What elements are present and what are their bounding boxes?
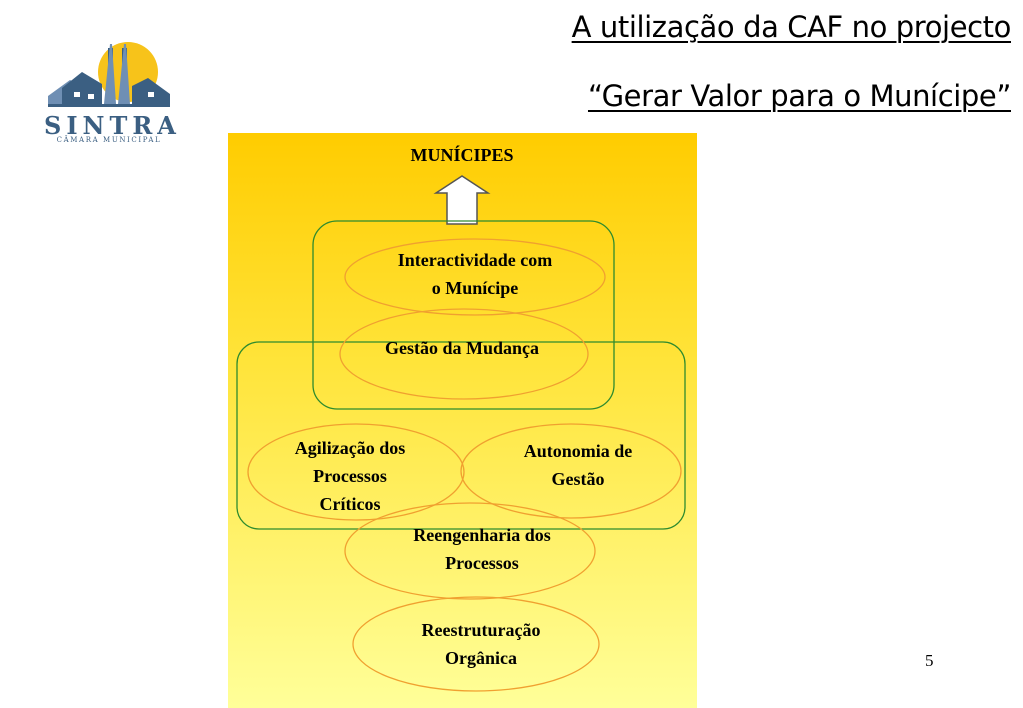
node-line: Reengenharia dos: [413, 525, 551, 545]
slide-title-line-1: A utilização da CAF no projecto: [571, 10, 1012, 44]
node-line: Reestruturação: [421, 620, 541, 640]
node-reestruturacao: Reestruturação Orgânica: [422, 616, 541, 672]
node-line: Gestão: [551, 469, 605, 489]
node-line: Interactividade com: [397, 250, 553, 270]
ellipse-autonomia: [460, 423, 682, 519]
ground-line-shape: [48, 104, 170, 107]
node-reengenharia: Reengenharia dos Processos: [413, 521, 551, 577]
node-line: Agilização dos: [294, 438, 406, 458]
ellipse-gestao-mudanca: [339, 308, 589, 400]
node-line: Autonomia de: [523, 441, 633, 461]
roof-middle-shape: [62, 72, 102, 104]
roof-right-shape: [132, 78, 170, 104]
node-line: Processos: [313, 466, 387, 486]
chimney-light-left-shape: [104, 44, 116, 104]
logo-subtitle: CÂMARA MUNICIPAL: [56, 136, 162, 144]
sintra-logo: SINTRA CÂMARA MUNICIPAL: [44, 34, 181, 146]
window-shape: [74, 92, 80, 97]
node-autonomia: Autonomia de Gestão: [524, 437, 633, 493]
node-line: Críticos: [319, 494, 381, 514]
ellipse-interactividade: [344, 238, 606, 316]
node-interactividade: Interactividade com o Munícipe: [398, 246, 552, 302]
ellipse-reengenharia: [344, 502, 596, 600]
ellipse-agilizacao: [247, 423, 465, 521]
node-line: o Munícipe: [431, 278, 519, 298]
diagram-panel: MUNÍCIPES Interactividade com o Munícipe…: [228, 133, 697, 708]
logo-name: SINTRA: [44, 111, 181, 140]
node-gestao-mudanca: Gestão da Mudança: [385, 334, 539, 362]
outer-box-bottom: [236, 341, 686, 530]
window-shape: [148, 92, 154, 97]
sintra-emblem-icon: [48, 42, 170, 107]
ellipse-reestruturacao: [352, 596, 600, 692]
node-agilizacao: Agilização dos Processos Críticos: [295, 434, 406, 518]
node-line: Orgânica: [445, 648, 517, 668]
chimney-light-right-shape: [118, 44, 130, 104]
diagram-canvas: [236, 175, 686, 692]
page-number: 5: [925, 651, 934, 670]
window-shape: [88, 94, 94, 99]
outer-box-top: [312, 220, 615, 410]
top-label-municipes: MUNÍCIPES: [410, 145, 514, 165]
node-line: Gestão da Mudança: [384, 338, 540, 358]
up-arrow-icon: [433, 175, 491, 225]
node-line: Processos: [445, 553, 519, 573]
slide-title-line-2: “Gerar Valor para o Munícipe”: [587, 79, 1011, 113]
